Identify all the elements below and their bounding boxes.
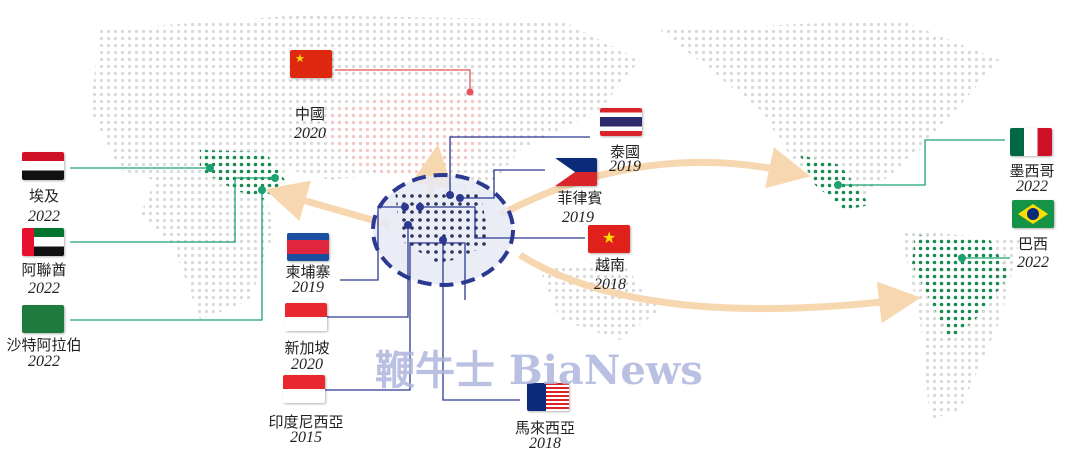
brazil-dots bbox=[912, 235, 1010, 340]
arrow-to-mexico bbox=[498, 147, 811, 219]
indonesia-flag bbox=[283, 375, 325, 403]
country-name: 菲律賓 bbox=[557, 189, 603, 207]
philippines-flag bbox=[555, 158, 597, 186]
year: 2022 bbox=[28, 208, 60, 225]
year: 2018 bbox=[594, 276, 626, 293]
year: 2018 bbox=[529, 435, 561, 452]
country-name: 越南 bbox=[594, 256, 626, 274]
watermark: 鞭牛士 BiaNews bbox=[375, 347, 703, 394]
arrow-to-brazil bbox=[518, 252, 921, 324]
egypt-flag bbox=[22, 152, 64, 180]
country-name: 印度尼西亞 bbox=[268, 413, 344, 431]
china-flag: ★ bbox=[290, 50, 332, 78]
malaysia-flag bbox=[527, 383, 569, 411]
year: 2022 bbox=[28, 280, 60, 297]
country-name: 馬來西亞 bbox=[514, 419, 576, 437]
singapore-flag bbox=[285, 303, 327, 331]
year: 2022 bbox=[1017, 254, 1049, 271]
year: 2019 bbox=[562, 209, 594, 226]
saudi-flag bbox=[22, 305, 64, 333]
year: 2022 bbox=[1016, 178, 1048, 195]
north-america-dots bbox=[660, 20, 1000, 200]
thailand-flag bbox=[600, 108, 642, 136]
vietnam-flag: ★ bbox=[588, 225, 630, 253]
country-name: 中國 bbox=[294, 105, 326, 123]
brazil-flag bbox=[1012, 200, 1054, 228]
country-name: 泰國 bbox=[609, 143, 641, 161]
africa-dots bbox=[140, 170, 275, 320]
year: 2020 bbox=[294, 125, 326, 142]
country-name: 新加坡 bbox=[284, 339, 330, 357]
country-name: 墨西哥 bbox=[1009, 162, 1055, 180]
country-name: 埃及 bbox=[28, 187, 60, 205]
year: 2022 bbox=[28, 353, 60, 370]
country-name: 阿聯酋 bbox=[21, 261, 67, 279]
mexico-flag bbox=[1010, 128, 1052, 156]
year: 2019 bbox=[292, 279, 324, 296]
country-name: 沙特阿拉伯 bbox=[6, 336, 82, 354]
country-name: 巴西 bbox=[1017, 235, 1049, 253]
uae-flag bbox=[22, 228, 64, 256]
year: 2015 bbox=[290, 429, 322, 446]
year: 2019 bbox=[609, 158, 641, 175]
year: 2020 bbox=[291, 356, 323, 373]
country-name: 柬埔寨 bbox=[285, 263, 331, 281]
cambodia-flag bbox=[287, 233, 329, 261]
